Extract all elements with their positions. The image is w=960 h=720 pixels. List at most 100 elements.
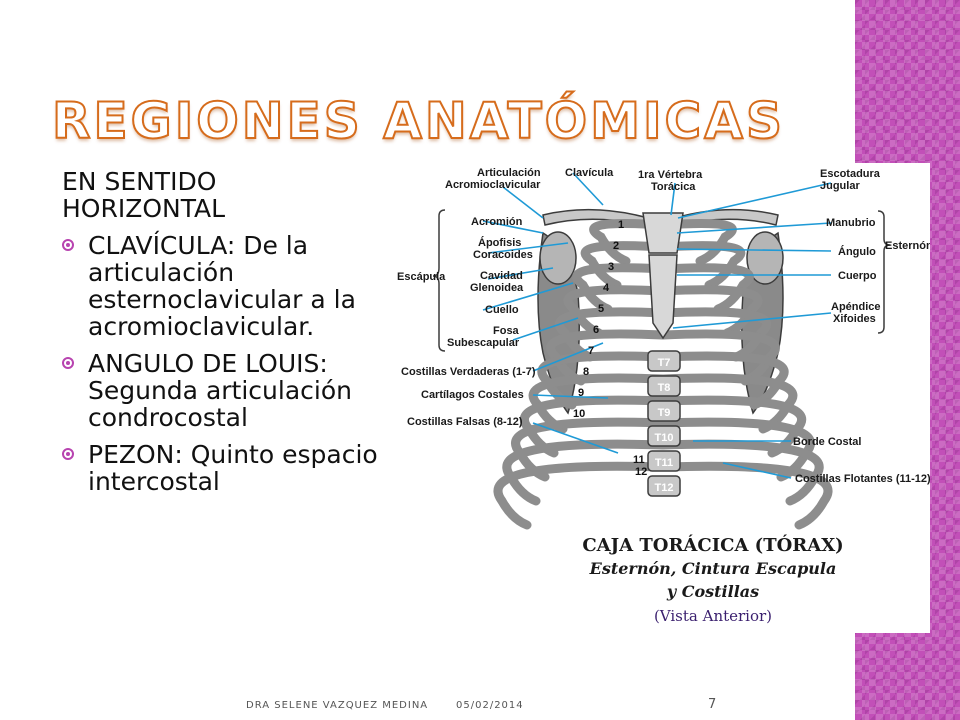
vertebra-label: T10 [655,432,674,444]
right-humeral-head [746,231,784,285]
intro-line-1: EN SENTIDO [62,167,217,196]
rib-shape [658,241,746,290]
manubrium-shape [642,212,684,254]
vertebra-label: T9 [658,407,671,419]
label-articulacion: Articulación [477,167,541,179]
vertebra-block [647,350,681,372]
label-vertebra-1: 1ra Vértebra [638,169,703,181]
leader-lines [482,172,832,479]
bullet-item: ANGULO DE LOUIS: Segunda articulación co… [62,350,382,431]
intro-heading: EN SENTIDO HORIZONTAL [62,168,382,222]
label-acromion: Acromión [471,216,523,228]
label-manubrio: Manubrio [826,217,876,229]
label-escapula: Escápula [397,271,446,283]
left-humeral-head [539,231,577,285]
caption-title: CAJA TORÁCICA (TÓRAX) [582,533,843,556]
rib-number: 11 [633,454,645,466]
rib-number: 2 [613,240,619,252]
rib-number: 5 [598,303,604,315]
intro-line-2: HORIZONTAL [62,194,226,223]
rib-shape [658,263,754,314]
bullet-list: CLAVÍCULA: De la articulación esternocla… [62,232,382,495]
slide-content: EN SENTIDO HORIZONTAL CLAVÍCULA: De la a… [62,168,382,505]
figure-labels: Articulación Acromioclavicular Clavícula… [397,167,930,485]
bullet-icon [62,448,74,460]
slide-title: Regiones Anatómicas [51,91,785,151]
bullet-item: PEZON: Quinto espacio intercostal [62,441,382,495]
label-apofisis: Ápofisis [478,236,521,249]
rib-shape [658,285,763,338]
rib-shape [555,307,668,362]
rib-number: 10 [573,408,585,420]
rib-shape [580,241,668,290]
vertebra-block [647,375,681,397]
vertebra-block [647,425,681,447]
rib-number: 3 [608,261,614,273]
label-cavidad: Cavidad [480,270,523,282]
rib-shape [502,439,668,506]
bullet-icon [62,239,74,251]
vertebra-label: T8 [658,382,671,394]
bullet-text: ANGULO DE LOUIS: Segunda articulación co… [88,349,352,432]
rib-shape [563,285,668,338]
label-jugular: Jugular [820,180,860,192]
label-escotadura: Escotadura [820,168,881,180]
vertebra-label: T11 [655,457,673,469]
label-glenoidea: Glenoidea [470,282,524,294]
figure-caption: CAJA TORÁCICA (TÓRAX) Esternón, Cintura … [582,533,843,625]
label-costillas-flotantes: Costillas Flotantes (11-12) [795,473,930,485]
rib-number: 4 [603,282,610,294]
label-clavicula: Clavícula [565,167,614,179]
bullet-item: CLAVÍCULA: De la articulación esternocla… [62,232,382,340]
label-cartilagos: Cartílagos Costales [421,389,524,401]
caption-line-4: (Vista Anterior) [654,607,772,625]
sternum-body-shape [648,254,678,340]
rib-number: 7 [588,345,594,357]
bullet-text: PEZON: Quinto espacio intercostal [88,440,378,496]
ribs-group [493,219,833,530]
label-apendice: Apéndice [831,301,881,313]
label-xifoides: Xifoides [833,313,876,325]
rib-shape [493,461,668,530]
rib-number: 1 [618,219,624,231]
bullet-icon [62,357,74,369]
rib-shape [572,263,668,314]
label-costillas-falsas: Costillas Falsas (8-12) [407,416,523,428]
footer-page-number: 7 [708,697,717,712]
label-esternon: Esternón [885,240,930,252]
rib-shape [658,329,780,386]
label-cuerpo: Cuerpo [838,270,877,282]
rib-shape [589,219,668,266]
rib-number: 9 [578,387,584,399]
rib-shape [658,219,737,266]
rib-shape [546,329,668,386]
vertebra-label: T7 [658,357,671,369]
vertebra-block [647,400,681,422]
caption-line-3: y Costillas [666,582,759,601]
rib-number: 6 [593,324,599,336]
rib-number: 12 [635,466,647,478]
vertebra-block [647,450,681,472]
rib-number: 8 [583,366,589,378]
rib-shape [658,307,771,362]
label-fosa: Fosa [493,325,520,337]
brackets [432,209,891,352]
rib-shape [658,439,824,506]
label-angulo: Ángulo [838,245,876,258]
label-borde-costal: Borde Costal [793,436,861,448]
label-acromioclavicular: Acromioclavicular [445,179,541,191]
footer-date: 05/02/2014 [456,700,524,711]
vertebra-label: T12 [655,482,674,494]
bullet-text: CLAVÍCULA: De la articulación esternocla… [88,231,356,341]
label-coracoides: Coracoides [473,249,533,261]
label-toracica: Torácica [651,181,696,193]
label-cuello: Cuello [485,304,519,316]
footer-author: DRA SELENE VAZQUEZ MEDINA [246,700,429,711]
label-subescapular: Subescapular [447,337,520,349]
caption-line-2: Esternón, Cintura Escapula [589,559,837,578]
